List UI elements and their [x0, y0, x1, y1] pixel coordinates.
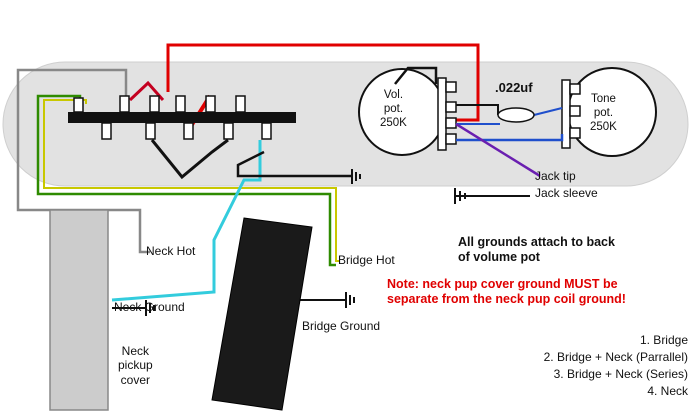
gray-wire: [16, 68, 150, 254]
vol-pot-wire: [394, 66, 438, 85]
warning-note: Note: neck pup cover ground MUST be sepa…: [387, 277, 626, 306]
bridge-pickup: [211, 217, 313, 411]
purple-jack-wire: [455, 122, 541, 178]
switch-position-item: 2. Bridge + Neck (Parrallel): [543, 350, 688, 365]
jack-tip-label: Jack tip: [535, 169, 576, 183]
ground-symbol-plate: [351, 169, 361, 184]
capacitor: [497, 107, 535, 123]
neck-pickup: [49, 209, 109, 411]
ground-symbol-bridge: [305, 292, 355, 308]
red-wire-top: [166, 43, 480, 122]
control-plate: [2, 61, 689, 187]
switch-position-item: 1. Bridge: [639, 333, 688, 347]
switch-lugs-bottom: [101, 122, 272, 140]
capacitor-label: .022uf: [495, 80, 533, 95]
blue-tone-wire: [456, 134, 564, 142]
green-wire: [36, 94, 336, 267]
ground-symbol-cover: [112, 300, 155, 316]
neck-cover-label: Neck pickup cover: [118, 344, 153, 387]
neck-ground-label: Neck Ground: [114, 300, 185, 314]
black-series-wire: [150, 138, 229, 180]
volume-lugs: [445, 81, 457, 145]
bridge-ground-label: Bridge Ground: [302, 319, 381, 333]
black-ground-wire: [236, 150, 352, 178]
cap-lead-right: [533, 107, 563, 116]
bridge-hot-label: Bridge Hot: [338, 253, 395, 267]
cap-wire-black: [456, 104, 499, 115]
red-jumper-left: [128, 80, 165, 102]
yellow-wire: [43, 99, 340, 262]
switch-position-item: 3. Bridge + Neck (Series): [553, 367, 688, 382]
volume-pot-label: Vol. pot. 250K: [380, 89, 407, 129]
jack-sleeve-label: Jack sleeve: [535, 186, 598, 200]
tone-pot-label: Tone pot. 250K: [590, 93, 617, 133]
switch-lugs-top: [73, 95, 246, 113]
tone-lugs: [569, 83, 581, 139]
switch-position-item: 4. Neck: [647, 384, 688, 399]
ground-symbol-sleeve: [454, 188, 530, 204]
switch-positions: 1. Bridge 2. Bridge + Neck (Parrallel) 3…: [468, 332, 688, 400]
grounds-note: All grounds attach to back of volume pot: [458, 235, 615, 264]
neck-hot-label: Neck Hot: [146, 244, 196, 258]
volume-lug-block: [437, 77, 447, 151]
cyan-wire: [111, 140, 262, 302]
switch-bar: [68, 112, 296, 123]
